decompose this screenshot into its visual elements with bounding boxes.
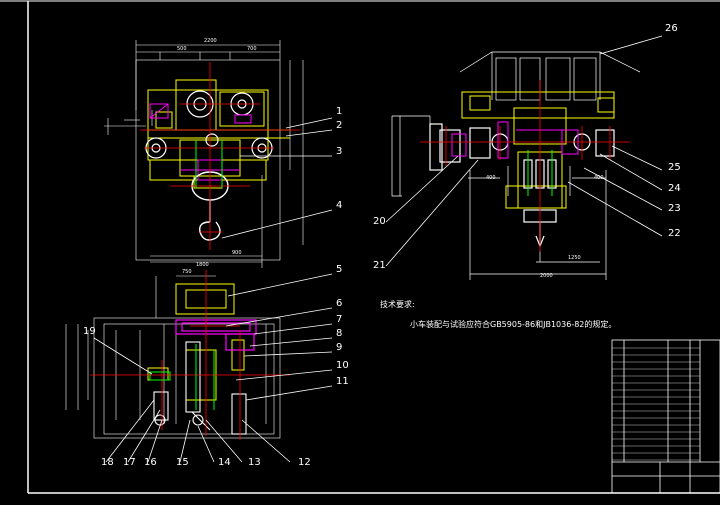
dimension-label: 400 — [594, 175, 604, 181]
title-block-rows — [612, 347, 700, 461]
dimension-label: 1800 — [196, 262, 209, 268]
dimension-label: 750 — [182, 269, 192, 275]
callout-8: 8 — [336, 328, 342, 339]
technical-requirements-title: 技术要求: — [380, 300, 415, 309]
callout-23: 23 — [668, 203, 681, 214]
dimension-label: 2200 — [204, 38, 217, 44]
callout-17: 17 — [123, 457, 136, 468]
dimension-label: 500 — [177, 46, 187, 52]
callout-11: 11 — [336, 376, 349, 387]
callout-4: 4 — [336, 200, 342, 211]
callout-numbers: 1234567891011121314151617181920212223242… — [83, 23, 681, 468]
callout-19: 19 — [83, 326, 96, 337]
callout-10: 10 — [336, 360, 349, 371]
dimension-labels: 2200 500 700 1800 750 900 2000 1250 400 400 — [177, 38, 604, 279]
callout-14: 14 — [218, 457, 231, 468]
dimension-label: 2000 — [540, 273, 553, 279]
dimension-label: 400 — [486, 175, 496, 181]
callout-12: 12 — [298, 457, 311, 468]
dimension-label: 1250 — [568, 255, 581, 261]
callout-13: 13 — [248, 457, 261, 468]
callout-22: 22 — [668, 228, 681, 239]
callout-5: 5 — [336, 264, 342, 275]
callout-16: 16 — [144, 457, 157, 468]
callout-24: 24 — [668, 183, 681, 194]
callout-25: 25 — [668, 162, 681, 173]
callout-20: 20 — [373, 216, 386, 227]
callout-1: 1 — [336, 106, 342, 117]
callout-3: 3 — [336, 146, 342, 157]
callout-15: 15 — [176, 457, 189, 468]
title-block — [611, 339, 720, 494]
callout-7: 7 — [336, 314, 342, 325]
dimension-label: 700 — [247, 46, 257, 52]
callout-6: 6 — [336, 298, 342, 309]
callout-21: 21 — [373, 260, 386, 271]
drawing-frame — [0, 0, 720, 494]
side-view — [391, 51, 641, 280]
front-view — [104, 40, 304, 268]
callout-9: 9 — [336, 342, 342, 353]
plan-view — [65, 270, 290, 440]
callout-18: 18 — [101, 457, 114, 468]
dimension-label: 900 — [232, 250, 242, 256]
callout-2: 2 — [336, 120, 342, 131]
leader-lines — [93, 35, 663, 463]
callout-26: 26 — [665, 23, 678, 34]
technical-requirements-text: 小车装配与试验应符合GB5905-86和JB1036-82的规定。 — [410, 320, 617, 329]
